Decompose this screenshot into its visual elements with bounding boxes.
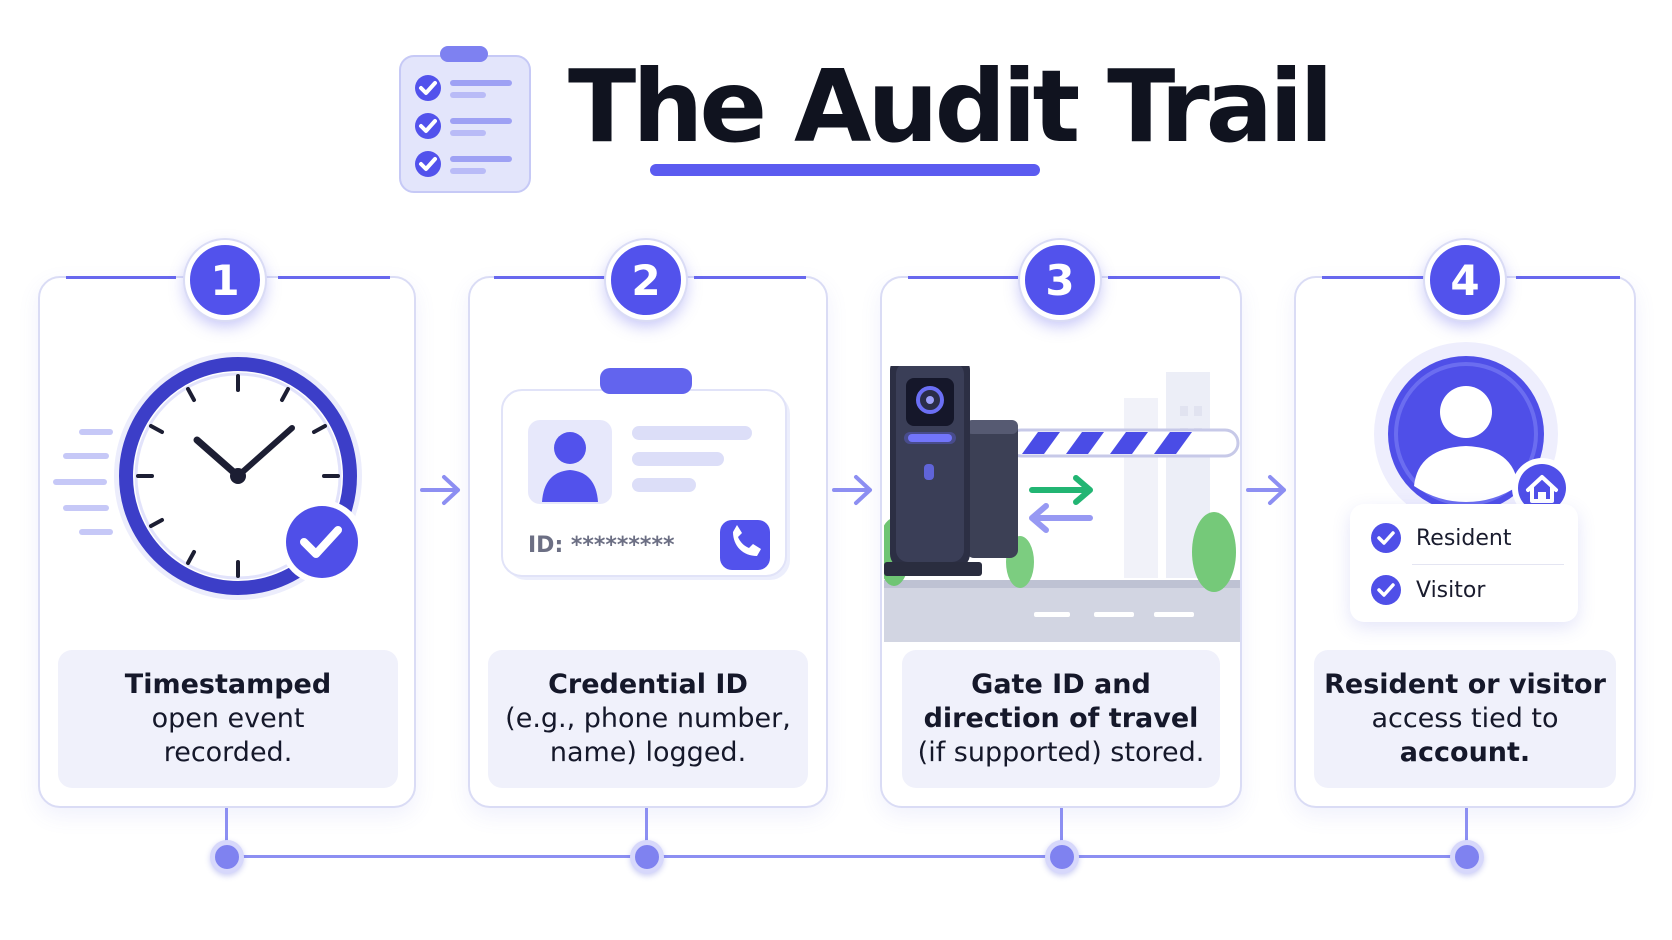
check-circle-icon [1371, 523, 1401, 553]
option-visitor-label: Visitor [1416, 577, 1486, 603]
step-badge-2: 2 [606, 240, 686, 320]
step-caption-2: Credential ID (e.g., phone number, name)… [488, 650, 808, 788]
title-underline [650, 164, 1040, 176]
access-type-panel: Resident Visitor [1350, 504, 1578, 622]
step-badge-1: 1 [185, 240, 265, 320]
timeline-stem [645, 808, 648, 856]
step-badge-4: 4 [1425, 240, 1505, 320]
user-home-icon [1374, 342, 1572, 526]
id-card-icon: ID: ********* [501, 368, 790, 580]
timeline-node-3 [1045, 840, 1079, 874]
option-resident: Resident [1370, 522, 1511, 554]
option-resident-label: Resident [1416, 525, 1512, 551]
option-visitor: Visitor [1370, 574, 1485, 606]
credential-id-text: ID: ********* [528, 533, 675, 558]
timeline-stem [225, 808, 228, 856]
gate-barrier-icon [884, 366, 1240, 642]
arrow-right-icon [420, 475, 460, 505]
timeline-stem [1060, 808, 1063, 856]
check-circle-icon [1371, 575, 1401, 605]
divider [1412, 564, 1564, 565]
clock-check-icon [53, 352, 364, 600]
timeline-node-2 [630, 840, 664, 874]
arrow-right-icon [832, 475, 872, 505]
step-badge-3: 3 [1020, 240, 1100, 320]
arrow-right-icon [1246, 475, 1286, 505]
page-title: The Audit Trail [568, 48, 1334, 165]
timeline-node-4 [1450, 840, 1484, 874]
timeline-line [226, 855, 1464, 858]
step-caption-1: Timestamped open event recorded. [58, 650, 398, 788]
checklist-clipboard-icon [399, 46, 531, 193]
timeline-node-1 [210, 840, 244, 874]
timeline-stem [1465, 808, 1468, 856]
step-caption-4: Resident or visitor access tied to accou… [1314, 650, 1616, 788]
step-caption-3: Gate ID and direction of travel (if supp… [902, 650, 1220, 788]
